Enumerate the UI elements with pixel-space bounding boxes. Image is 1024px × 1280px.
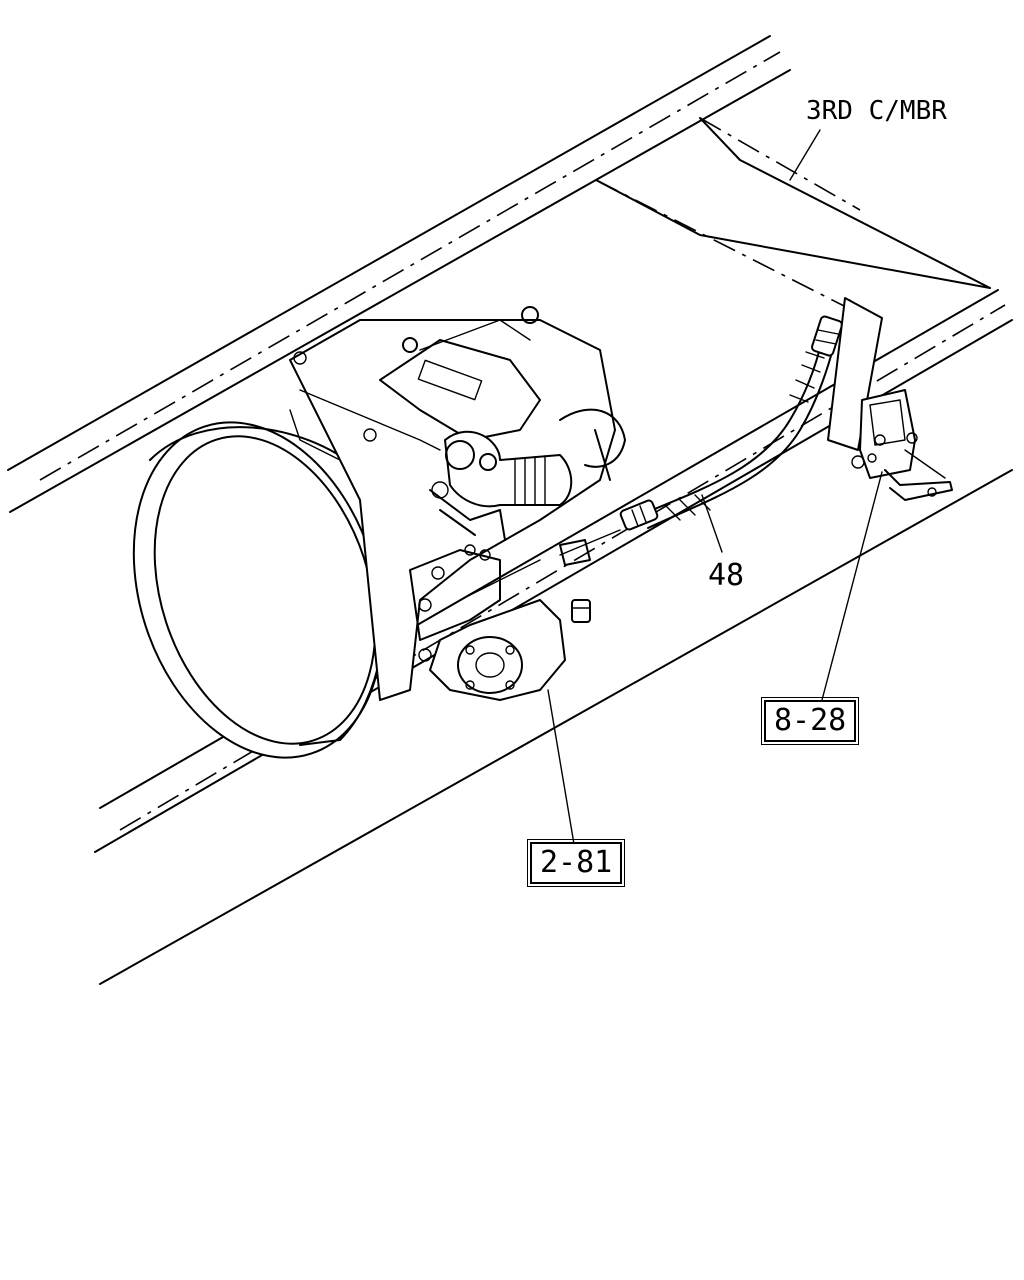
cross-member-label: 3RD C/MBR <box>806 96 947 126</box>
third-cross-member <box>595 117 991 341</box>
bracket-drawing <box>827 297 953 501</box>
pump-drawing <box>429 599 591 701</box>
reference-box-2-81: 2-81 <box>526 839 626 887</box>
hose-fitting-lower <box>619 499 659 531</box>
reference-box-8-28: 8-28 <box>760 697 860 745</box>
hose-fitting-upper <box>811 315 843 357</box>
hose-drawing <box>559 315 843 556</box>
leader-lines <box>547 129 883 845</box>
hose-part-number: 48 <box>708 558 745 593</box>
transmission-drawing <box>132 306 626 759</box>
